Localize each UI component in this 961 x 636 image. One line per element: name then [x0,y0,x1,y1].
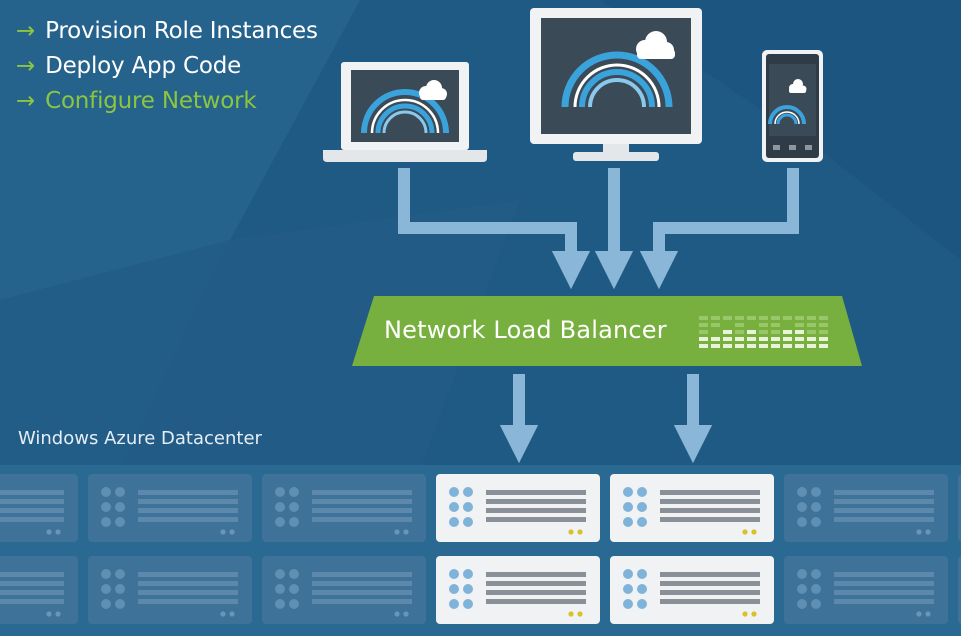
step-label: Provision Role Instances [45,18,318,44]
arrow-laptop-to-balancer [398,168,591,290]
server [610,556,774,624]
steps-list: → Provision Role Instances → Deploy App Co… [16,14,318,119]
network-load-balancer [352,296,862,366]
server [0,556,78,624]
step-label: Deploy App Code [45,53,242,79]
server [436,474,600,542]
server-arrows [499,374,713,464]
server [262,556,426,624]
right-arrow-icon: → [16,53,36,79]
step-deploy-app-code: → Deploy App Code [16,49,318,84]
laptop-icon [323,62,487,162]
server [436,556,600,624]
server-rack [0,474,961,624]
server [0,474,78,542]
rainbow-cloud-icon [561,31,675,108]
activity-meter-icon [699,316,828,334]
client-arrows [398,168,799,290]
arrow-phone-to-balancer [639,168,799,290]
load-balancer-label: Network Load Balancer [384,316,667,344]
datacenter-label: Windows Azure Datacenter [18,428,262,449]
server [784,474,948,542]
phone-icon [762,50,823,162]
server [610,474,774,542]
rainbow-cloud-icon [361,80,449,134]
step-label: Configure Network [45,88,257,114]
right-arrow-icon: → [16,88,36,114]
server [88,474,252,542]
rainbow-cloud-icon [768,79,807,125]
server [958,474,961,542]
right-arrow-icon: → [16,18,36,44]
server [88,556,252,624]
server [958,556,961,624]
server [262,474,426,542]
step-provision-role-instances: → Provision Role Instances [16,14,318,49]
monitor-icon [530,8,702,161]
step-configure-network: → Configure Network [16,84,318,119]
activity-meter-bars [699,330,828,348]
server [784,556,948,624]
